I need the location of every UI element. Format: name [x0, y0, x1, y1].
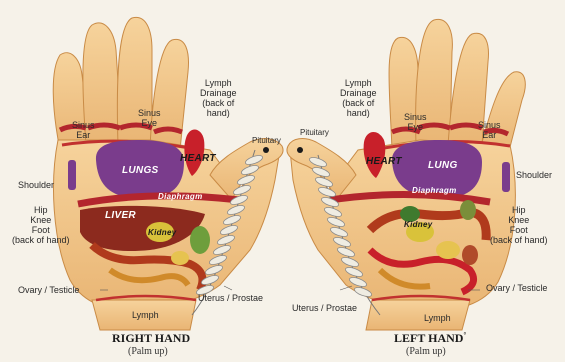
left-organ-kidney: Kidney	[404, 220, 432, 229]
left-label-ovary-testicle: Ovary / Testicle	[486, 283, 547, 293]
right-shoulder-zone	[68, 160, 76, 190]
right-label-uterus-prostate: Uterus / Prostae	[198, 293, 263, 303]
right-organ-lungs: LUNGS	[122, 165, 159, 176]
left-label-lymph: Lymph	[424, 313, 451, 323]
left-hand-subtitle: (Palm up)	[406, 346, 446, 357]
right-label-pituitary: Pituitary	[252, 136, 281, 146]
right-label-ovary-testicle: Ovary / Testicle	[18, 285, 79, 295]
left-hand-title: LEFT HAND°	[394, 331, 466, 346]
left-pituitary-dot	[297, 147, 303, 153]
left-hand-title-mark: °	[463, 331, 466, 339]
right-hand-subtitle: (Palm up)	[128, 346, 168, 357]
left-label-uterus-prostate: Uterus / Prostae	[292, 303, 357, 313]
right-label-lymph: Lymph	[132, 310, 159, 320]
left-shoulder-zone	[502, 162, 510, 192]
right-organ-kidney: Kidney	[148, 228, 176, 237]
right-organ-heart: HEART	[180, 153, 216, 164]
left-organ-diaphragm: Diaphragm	[412, 186, 457, 195]
left-hand-title-text: LEFT HAND	[394, 331, 463, 345]
left-organ-lung: LUNG	[428, 160, 458, 171]
left-label-pituitary: Pituitary	[300, 128, 329, 138]
right-organ-diaphragm: Diaphragm	[158, 192, 203, 201]
left-wrist	[366, 300, 470, 330]
right-hand	[53, 17, 283, 330]
right-hand-title: RIGHT HAND	[112, 331, 190, 346]
left-organ-heart: HEART	[366, 156, 402, 167]
right-label-shoulder: Shoulder	[18, 180, 54, 190]
right-organ-liver: LIVER	[105, 210, 136, 221]
right-pituitary-dot	[263, 147, 269, 153]
left-label-shoulder: Shoulder	[516, 170, 552, 180]
